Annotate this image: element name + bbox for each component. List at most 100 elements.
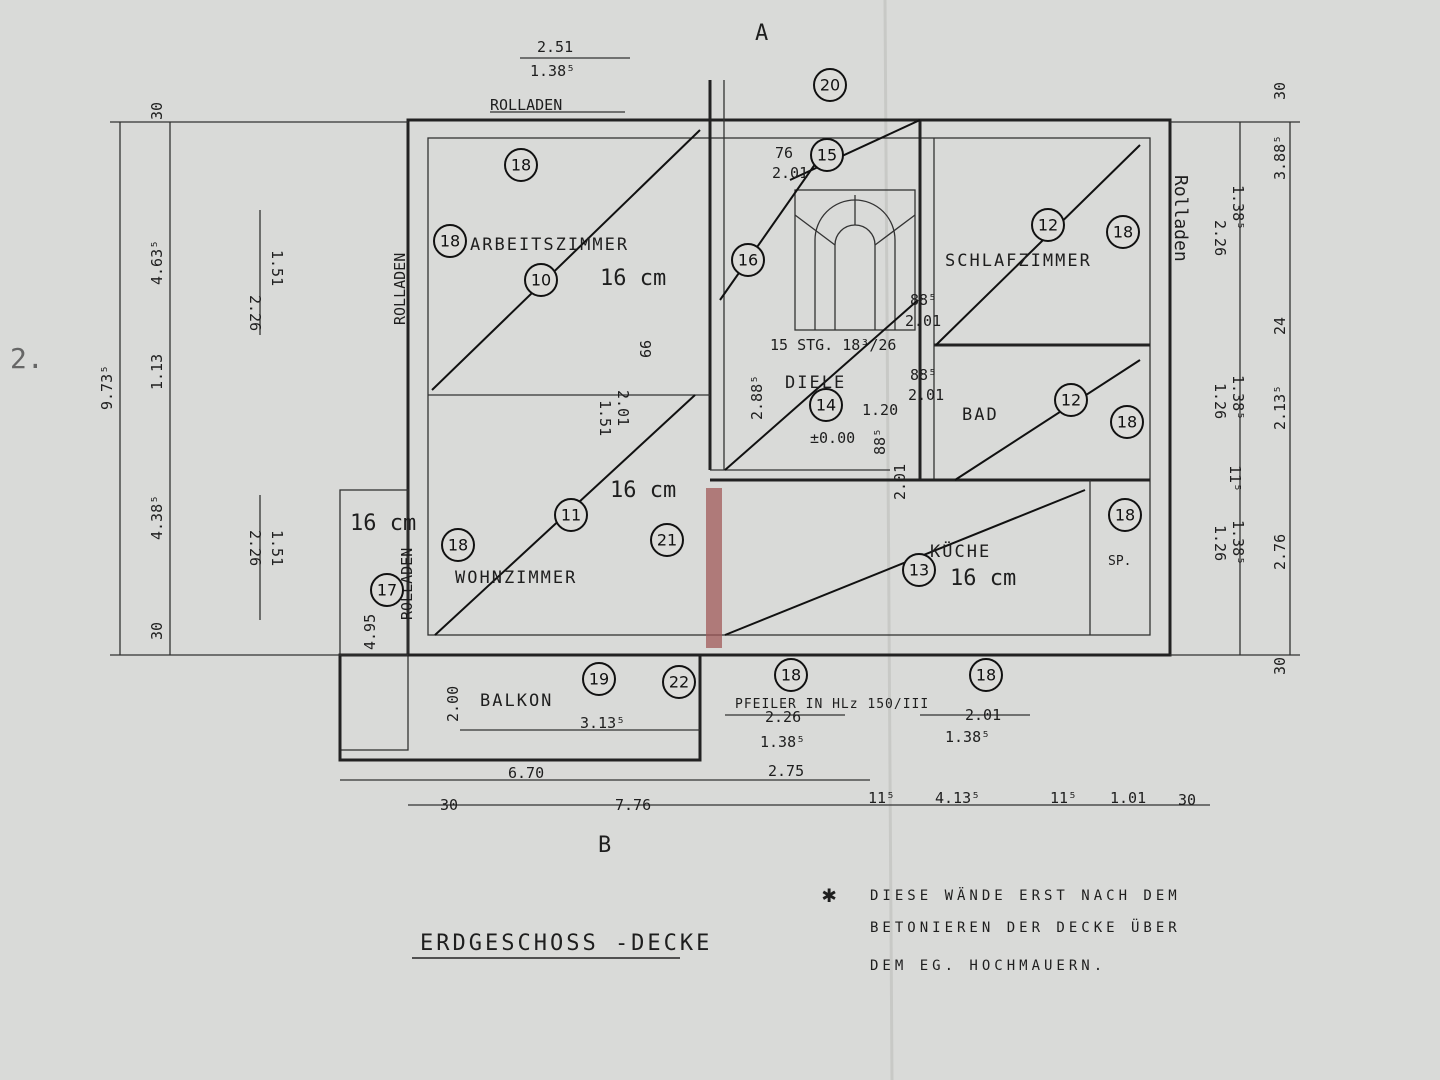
room-bad: BAD [962,405,999,425]
position-marker: 14 [809,388,843,422]
pier-column [706,488,722,648]
svg-text:17: 17 [377,581,397,600]
label-level: ±0.00 [810,429,855,447]
svg-text:1.38⁵: 1.38⁵ [530,62,575,80]
svg-text:21: 21 [657,531,677,550]
svg-text:1.38⁵: 1.38⁵ [1229,185,1247,230]
svg-text:4.38⁵: 4.38⁵ [148,495,166,540]
svg-text:2.01: 2.01 [772,164,808,182]
svg-text:1.51: 1.51 [268,250,286,286]
svg-text:24: 24 [1271,317,1289,335]
position-marker: 13 [902,553,936,587]
position-marker: 18 [774,658,808,692]
svg-text:30: 30 [440,796,458,814]
svg-text:18: 18 [1113,223,1133,242]
svg-text:DEM EG. HOCHMAUERN.: DEM EG. HOCHMAUERN. [870,958,1106,974]
room-schlafzimmer: SCHLAFZIMMER [945,251,1092,271]
svg-text:12: 12 [1038,216,1058,235]
label-rolladen-left: ROLLADEN [391,253,409,325]
svg-text:18: 18 [781,666,801,685]
svg-text:2.01: 2.01 [965,706,1001,724]
svg-text:11: 11 [561,506,581,525]
svg-text:1.38⁵: 1.38⁵ [945,728,990,746]
asterisk-icon: ✱ [822,880,836,908]
svg-text:7.76: 7.76 [615,796,651,814]
svg-text:4.13⁵: 4.13⁵ [935,789,980,807]
svg-text:88⁵: 88⁵ [910,291,937,309]
svg-text:22: 22 [669,673,689,692]
svg-text:10: 10 [531,271,551,290]
svg-text:76: 76 [775,144,793,162]
svg-text:BETONIEREN DER DECKE ÜBER: BETONIEREN DER DECKE ÜBER [870,918,1181,936]
paper-fold [883,0,894,1080]
section-mark-a: A [755,21,768,46]
dimension-labels: 2.51 1.38⁵ 9.73⁵ 4.63⁵ 4.38⁵ 30 30 1.13 … [98,38,1289,814]
svg-text:9.73⁵: 9.73⁵ [98,365,116,410]
label-thickness-left: 16 cm [350,511,416,536]
svg-text:18: 18 [1115,506,1135,525]
svg-text:18: 18 [1117,413,1137,432]
svg-text:2.01: 2.01 [891,464,909,500]
svg-text:88⁵: 88⁵ [910,366,937,384]
position-marker: 16 [731,243,765,277]
section-mark-b: B [598,833,611,858]
margin-number: 2. [10,342,44,375]
svg-text:1.20: 1.20 [862,401,898,419]
svg-text:1.01: 1.01 [1110,789,1146,807]
svg-text:30: 30 [1271,657,1289,675]
svg-text:18: 18 [976,666,996,685]
svg-text:1.38⁵: 1.38⁵ [1229,375,1247,420]
svg-text:13: 13 [909,561,929,580]
svg-text:2.26: 2.26 [765,708,801,726]
svg-text:6.70: 6.70 [508,764,544,782]
svg-text:18: 18 [440,232,460,251]
position-markers: 10 11 12 12 13 14 15 16 17 18 18 18 18 1… [370,68,1144,699]
svg-text:1.38⁵: 1.38⁵ [760,733,805,751]
svg-text:DIESE WÄNDE ERST NACH DEM: DIESE WÄNDE ERST NACH DEM [870,886,1181,904]
svg-text:16: 16 [738,251,758,270]
svg-text:2.88⁵: 2.88⁵ [748,375,766,420]
position-marker: 10 [524,263,558,297]
room-balkon: BALKON [480,691,553,711]
position-marker: 18 [433,224,467,258]
label-rolladen-right: Rolladen [1170,175,1191,262]
building-walls [338,80,1172,762]
svg-text:2.01: 2.01 [614,390,632,426]
label-rolladen-left-2: ROLLADEN [398,548,416,620]
construction-note: ✱ DIESE WÄNDE ERST NACH DEM BETONIEREN D… [822,880,1181,974]
svg-text:3.13⁵: 3.13⁵ [580,714,625,732]
svg-text:11⁵: 11⁵ [1226,465,1244,492]
svg-text:30: 30 [148,102,166,120]
svg-text:30: 30 [1271,82,1289,100]
svg-text:2.76: 2.76 [1271,534,1289,570]
room-diele: DIELE [785,373,846,393]
label-rolladen-top: ROLLADEN [490,96,562,114]
svg-text:2.13⁵: 2.13⁵ [1271,385,1289,430]
room-arbeitszimmer: ARBEITSZIMMER [470,235,629,255]
svg-text:30: 30 [1178,791,1196,809]
svg-text:88⁵: 88⁵ [871,428,889,455]
position-marker: 20 [813,68,847,102]
svg-text:18: 18 [511,156,531,175]
svg-text:3.88⁵: 3.88⁵ [1271,135,1289,180]
position-marker: 12 [1031,208,1065,242]
position-marker: 18 [441,528,475,562]
dimension-lines [110,57,1300,806]
svg-text:2.26: 2.26 [246,530,264,566]
svg-text:2.00: 2.00 [444,686,462,722]
svg-text:30: 30 [148,622,166,640]
position-marker: 15 [810,138,844,172]
svg-text:20: 20 [820,76,840,95]
room-kueche: KÜCHE [930,540,991,562]
svg-text:1.13: 1.13 [148,354,166,390]
svg-text:15: 15 [817,146,837,165]
position-marker: 22 [662,665,696,699]
svg-text:14: 14 [816,396,836,415]
svg-text:12: 12 [1061,391,1081,410]
staircase [794,189,916,331]
svg-text:18: 18 [448,536,468,555]
position-marker: 18 [504,148,538,182]
label-sp: SP. [1108,554,1131,569]
svg-text:1.51: 1.51 [596,400,614,436]
